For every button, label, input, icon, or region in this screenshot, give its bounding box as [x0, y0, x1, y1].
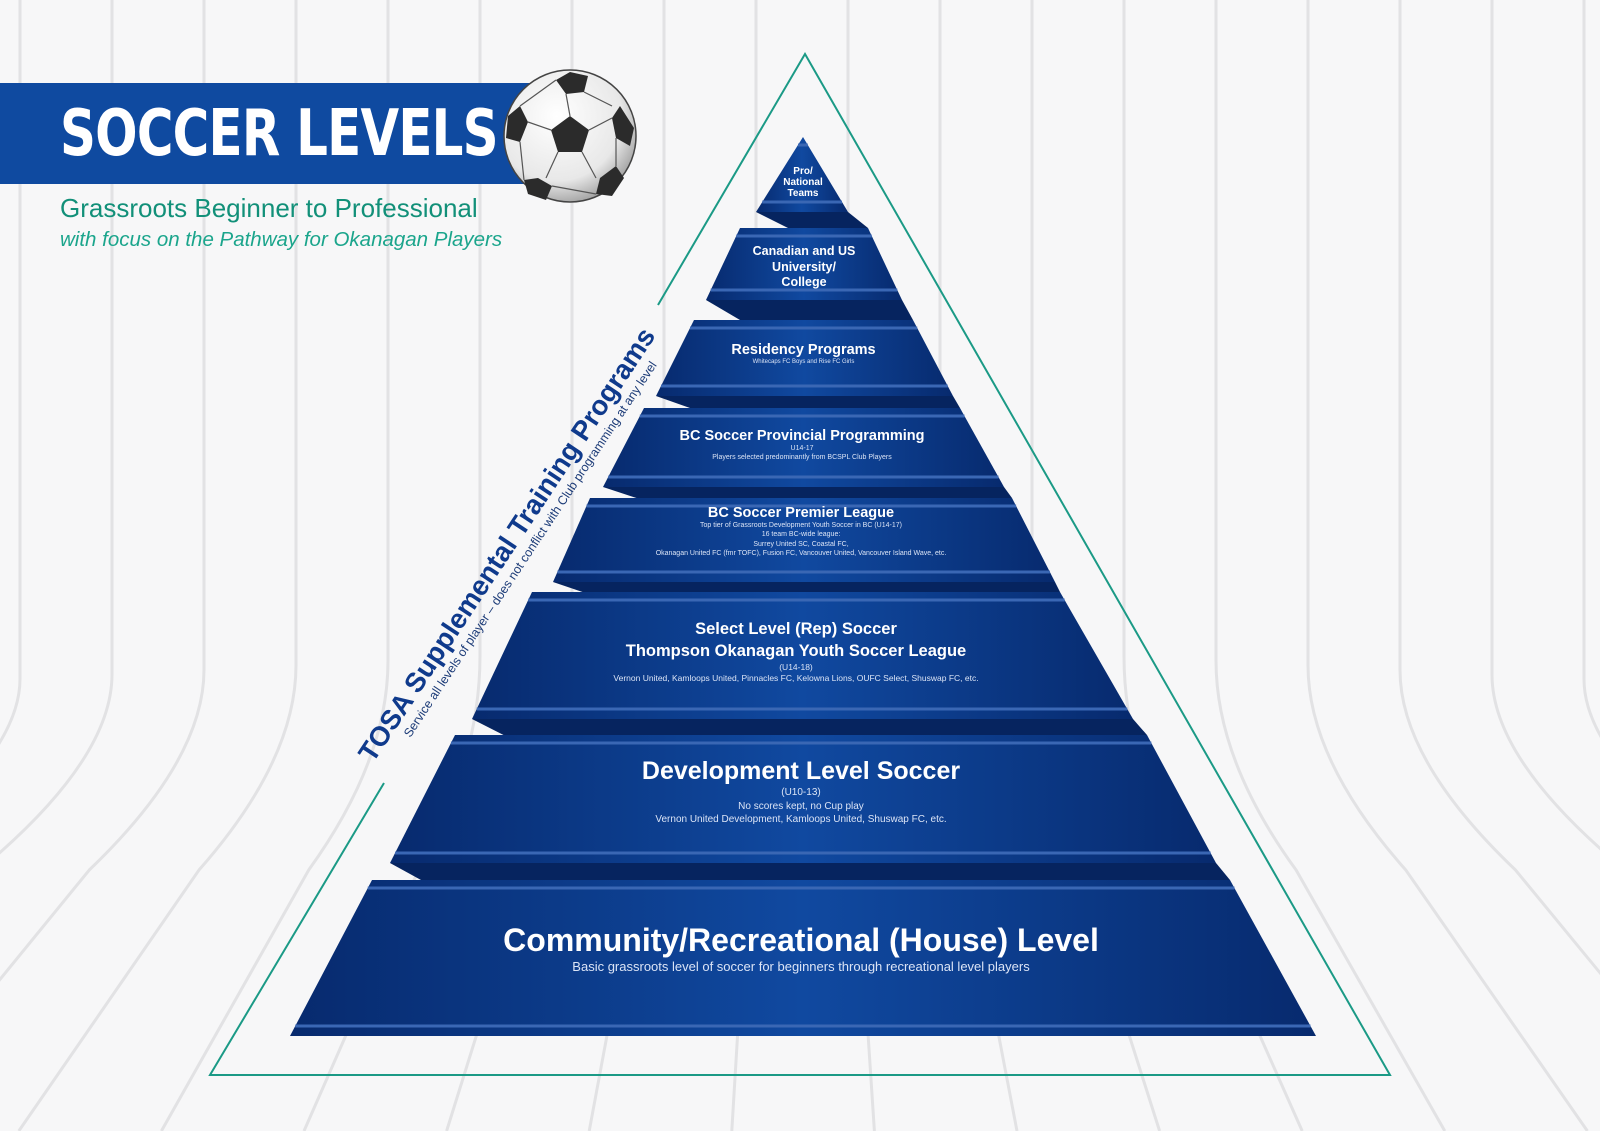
pyramid-tier-6	[472, 592, 1133, 719]
tier-shadow	[390, 863, 1230, 880]
background-stripe	[1398, 0, 1600, 976]
pyramid-tier-1	[756, 137, 848, 212]
pyramid-outline-left	[208, 52, 1392, 1076]
background-stripe	[1214, 0, 1447, 1131]
background-stripe	[160, 0, 390, 1131]
page-title: SOCCER LEVELS	[60, 97, 499, 171]
pyramid-tier-8	[290, 880, 1316, 1036]
tier-title: Pro/	[793, 166, 813, 177]
tier-title: Canadian and US	[752, 244, 856, 258]
tier-shadow	[656, 396, 960, 408]
tier-title: Development Level Soccer	[641, 757, 961, 785]
background-stripe	[1490, 0, 1600, 851]
tier-detail: Top tier of Grassroots Development Youth…	[700, 522, 902, 529]
tier-title: BC Soccer Premier League	[707, 505, 895, 521]
tier-detail: No scores kept, no Cup play	[738, 800, 864, 812]
tier-detail: 16 team BC-wide league:	[761, 531, 841, 539]
subtitle: Grassroots Beginner to Professional	[60, 193, 478, 223]
tier-title: Teams	[787, 188, 819, 199]
pyramid-tier-4	[603, 408, 1004, 487]
background-stripe	[1582, 0, 1600, 738]
pyramid-tier-5	[553, 498, 1055, 582]
tier-label-7: Development Level Soccer (U10-13) No score…	[642, 756, 960, 827]
background-stripe	[1306, 0, 1589, 1131]
background-stripe	[0, 0, 114, 855]
pyramid-tier-3	[656, 320, 953, 396]
tier-shadow	[603, 487, 1012, 498]
tier-detail: Vernon United, Kamloops United, Pinnacle…	[613, 673, 979, 684]
tier-title: University/	[772, 259, 836, 274]
tier-title: College	[781, 275, 827, 289]
pyramid-tier-2	[706, 228, 902, 300]
tier-detail: Okanagan United FC (fmr TOFC), Fusion FC…	[655, 550, 947, 558]
tier-detail: (U10-13)	[781, 787, 821, 798]
tier-shadow	[706, 300, 913, 320]
background-stripe	[0, 0, 206, 982]
tier-title: National	[783, 177, 823, 188]
pyramid-tier-7	[390, 735, 1216, 863]
tier-title: Community/Recreational (House) Level	[503, 922, 1099, 958]
background-stripe	[17, 0, 298, 1131]
tier-detail: Whitecaps FC Boys and Rise FC Girls	[752, 359, 855, 365]
tier-title: Select Level (Rep) Soccer	[695, 620, 897, 638]
tier-shadow	[756, 212, 868, 228]
tagline: with focus on the Pathway for Okanagan P…	[60, 228, 503, 251]
tier-detail: (U14-18)	[779, 662, 813, 672]
tier-title: Thompson Okanagan Youth Soccer League	[625, 642, 967, 660]
tier-detail: Surrey United SC, Coastal FC,	[753, 540, 849, 548]
soccer-ball-icon	[503, 69, 637, 203]
tier-title: BC Soccer Provincial Programming	[679, 428, 925, 444]
tier-shadow	[472, 719, 1147, 735]
tier-detail: Vernon United Development, Kamloops Unit…	[655, 814, 947, 825]
tier-title: Residency Programs	[731, 342, 876, 358]
title-banner	[0, 83, 555, 184]
tier-detail: U14-17	[790, 445, 814, 452]
tier-shadow	[553, 582, 1060, 592]
background-stripe	[0, 0, 22, 745]
tier-detail: Basic grassroots level of soccer for beg…	[572, 959, 1030, 974]
tier-detail: Players selected predominantly from BCSP…	[712, 454, 892, 462]
